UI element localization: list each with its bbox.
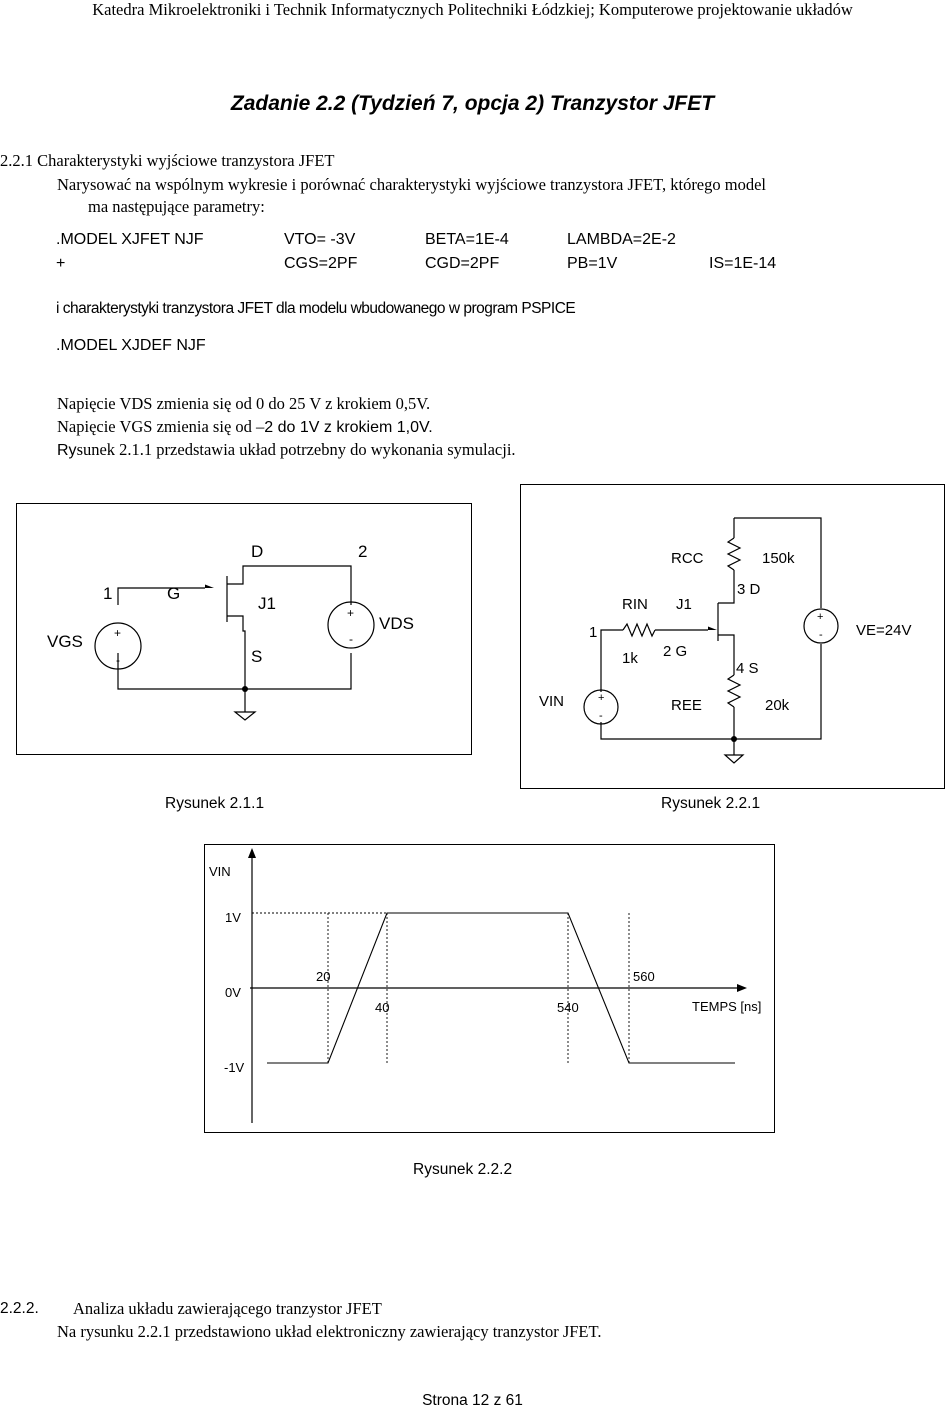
source-wire [227,615,246,689]
model-row2-col5: IS=1E-14 [709,255,777,272]
node-d-label: D [251,542,263,561]
vin-label: VIN [539,693,564,710]
figure-211-frame: + - + - 1 G D 2 J1 S VGS VDS [16,503,472,755]
rin-value-label: 1k [622,650,638,667]
caption-fig-211: Rysunek 2.1.1 [165,795,265,812]
model-row2-col2: CGS=2PF [284,255,358,272]
ree-resistor-icon [726,674,742,708]
ree-label: REE [671,697,702,714]
xmark-20: 20 [316,969,330,984]
node-2-label: 2 [358,542,367,561]
figure-221-schematic: + - + - RCC 150k 3 D RIN J1 1 1k 2 G 4 S… [539,517,911,764]
page-title: Zadanie 2.2 (Tydzień 7, opcja 2) Tranzys… [230,92,715,115]
node-g-label: G [167,584,180,603]
ytick-1v: 1V [225,910,241,925]
xmark-560: 560 [633,969,655,984]
ve-source-icon [803,608,839,644]
node-3d-label: 3 D [737,581,761,598]
node-s-label: S [251,647,262,666]
ree-value-label: 20k [765,697,790,714]
figure-reference-text: Rysunek 2.1.1 przedstawia układ potrzebn… [57,440,516,459]
vgs-source-icon [94,622,142,670]
gate-arrow [708,626,717,634]
ve-minus: - [819,629,823,641]
rin-resistor-icon [622,622,656,638]
ground-icon [233,711,257,721]
caption-fig-222: Rysunek 2.2.2 [413,1161,513,1178]
vds-minus: - [349,632,353,646]
vgs-sweep-text: Napięcie VGS zmienia się od –2 do 1V z k… [57,417,433,436]
vgs-minus: - [116,653,120,667]
bottom-wire [117,653,352,690]
y-axis-arrow [248,848,256,858]
section-heading-222: Analiza układu zawierającego tranzystor … [73,1299,382,1318]
builtin-model-line: .MODEL XJDEF NJF [56,337,206,354]
caption-fig-221: Rysunek 2.2.1 [661,795,761,812]
vin-plus: + [598,692,604,704]
vin-waveform-line [267,912,735,1064]
ground-icon [723,754,745,764]
xmark-540: 540 [557,1000,579,1015]
j1-label: J1 [258,594,276,613]
x-axis-arrow [737,984,747,992]
j1-label: J1 [676,596,692,613]
top-rail-wire [734,517,822,608]
section-number-222: 2.2.2. [0,1300,39,1317]
builtin-model-text: i charakterystyki tranzystora JFET dla m… [56,300,576,317]
page-header: Katedra Mikroelektroniki i Technik Infor… [92,0,853,19]
intro-line-2: ma następujące parametry: [88,197,265,216]
vgs-label: VGS [47,632,83,651]
rin-label: RIN [622,596,648,613]
bottom-rail-wire [600,644,822,740]
input-wire [600,629,623,692]
figure-221-frame: + - + - RCC 150k 3 D RIN J1 1 1k 2 G 4 S… [520,484,945,789]
node-1-label: 1 [589,624,597,641]
xmark-40: 40 [375,1000,389,1015]
ytick-neg1v: -1V [224,1060,245,1075]
node-2g-label: 2 G [663,643,687,660]
node-4s-label: 4 S [736,660,759,677]
model-row1-col3: BETA=1E-4 [425,231,509,248]
vgs-plus: + [114,626,121,640]
figure-211-schematic: + - + - 1 G D 2 J1 S VGS VDS [47,542,414,721]
figure-222-frame: VIN TEMPS [ns] 1V 0V -1V 20 40 540 560 [204,844,775,1133]
model-row1-col4: LAMBDA=2E-2 [567,231,676,248]
drain-wire [227,565,352,605]
vds-plus: + [347,606,354,620]
intro-line-1: Narysować na wspólnym wykresie i porówna… [57,175,767,194]
model-row2-col1: + [56,255,66,272]
vin-source-icon [583,689,619,725]
drain-wire [718,570,735,604]
model-row2-col3: CGD=2PF [425,255,500,272]
gate-arrow [205,584,214,592]
y-axis-label: VIN [209,864,231,879]
source-wire [718,634,735,675]
vin-minus: - [599,710,603,722]
ytick-0v: 0V [225,985,241,1000]
rcc-resistor-icon [726,537,742,571]
ve-plus: + [817,611,823,623]
model-row2-col4: PB=1V [567,255,618,272]
page-footer: Strona 12 z 61 [422,1392,523,1409]
rcc-value-label: 150k [762,550,795,567]
rcc-label: RCC [671,550,704,567]
model-row1-col2: VTO= -3V [284,231,356,248]
x-axis-label: TEMPS [ns] [692,999,761,1014]
ve-label: VE=24V [856,622,911,639]
vin-waveform-chart: VIN TEMPS [ns] 1V 0V -1V 20 40 540 560 [209,848,761,1123]
node-1-label: 1 [103,584,112,603]
vds-sweep-text: Napięcie VDS zmienia się od 0 do 25 V z … [57,394,431,413]
section-222-text: Na rysunku 2.2.1 przedstawiono układ ele… [57,1322,602,1341]
model-row1-col1: .MODEL XJFET NJF [56,231,204,248]
section-heading-221: 2.2.1 Charakterystyki wyjściowe tranzyst… [0,151,335,170]
gate-wire [117,587,205,605]
vds-source-icon [327,601,375,649]
vds-label: VDS [379,614,414,633]
